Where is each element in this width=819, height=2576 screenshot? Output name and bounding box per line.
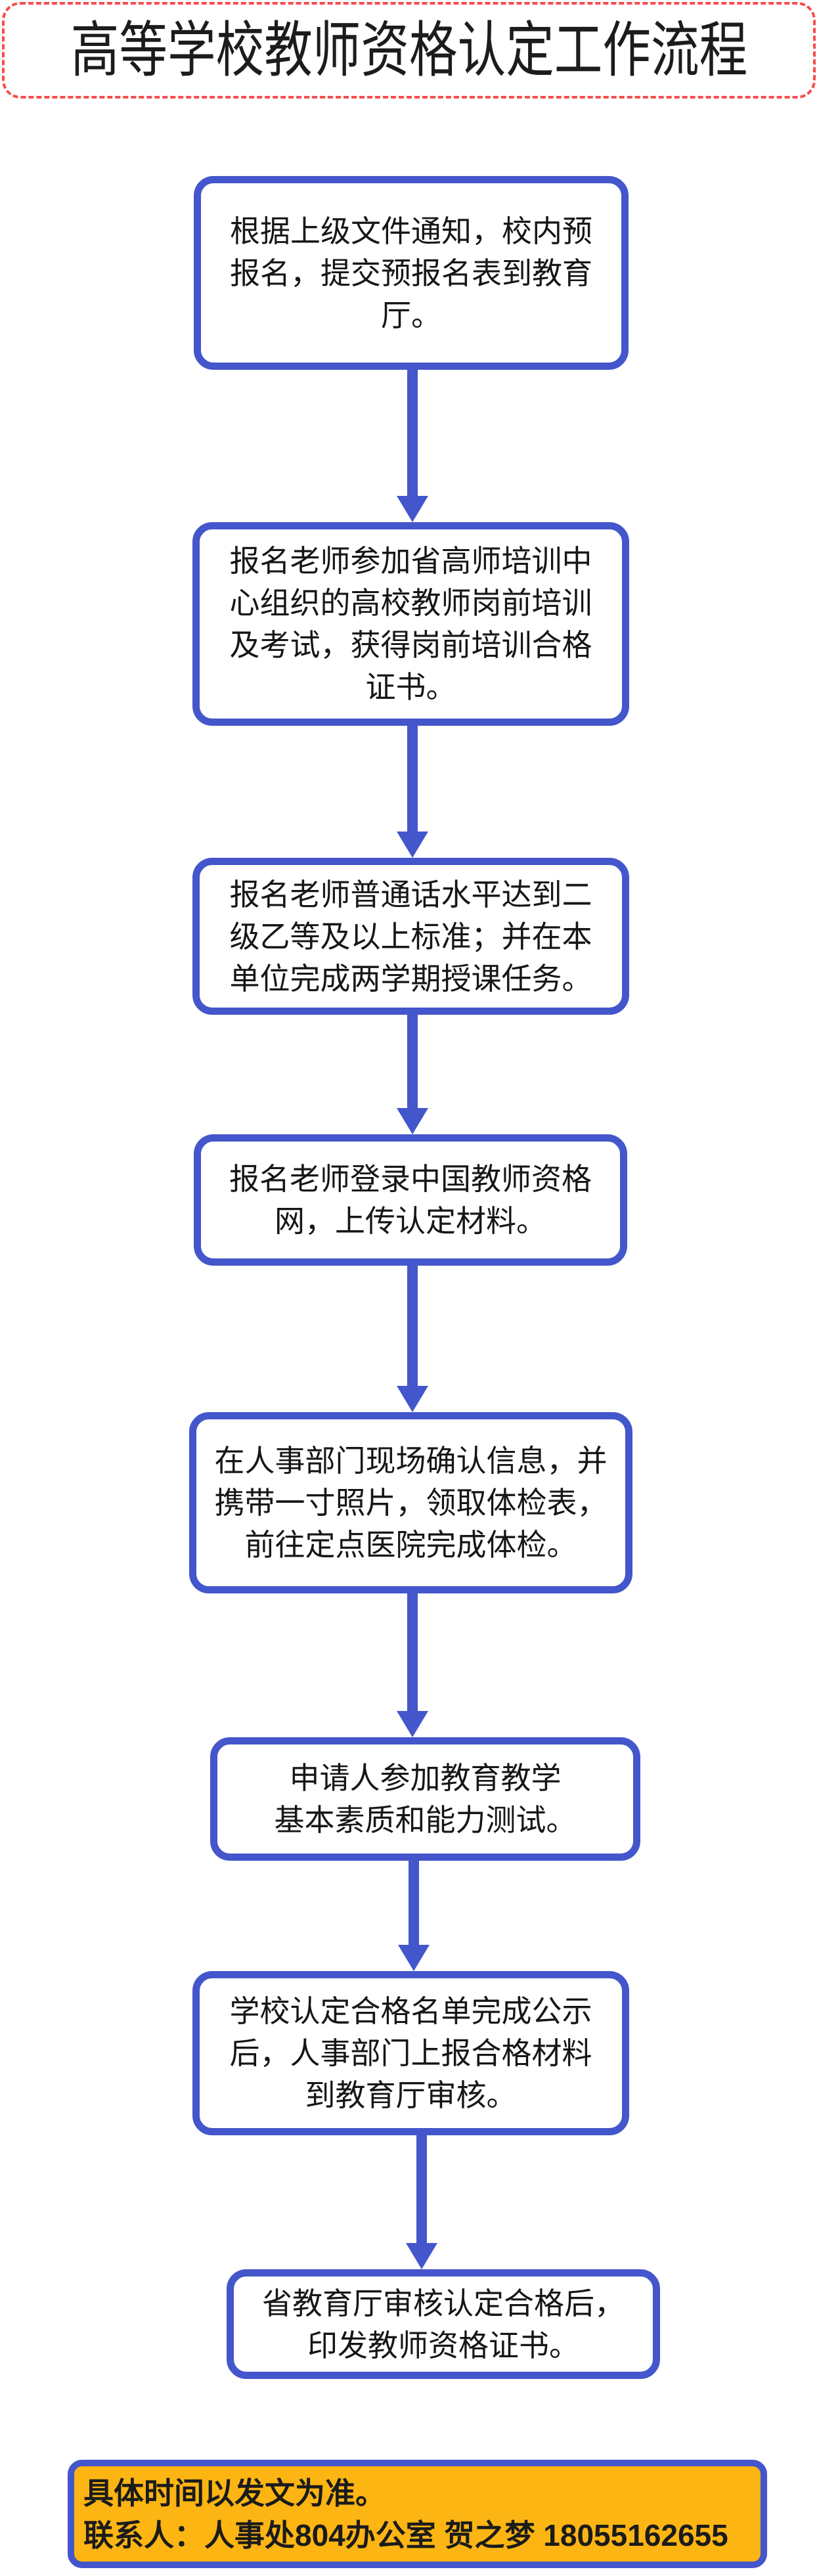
arrow-down-icon — [397, 1711, 428, 1737]
flow-arrow-1 — [397, 370, 428, 522]
arrow-line — [407, 370, 418, 497]
flow-step-4-text: 报名老师登录中国教师资格 网，上传认定材料。 — [229, 1162, 592, 1238]
flow-arrow-5 — [397, 1593, 428, 1737]
footer-contact: 联系人：人事处804办公室 贺之梦 18055162655 — [83, 2518, 728, 2552]
flow-step-6-text: 申请人参加教育教学 基本素质和能力测试。 — [274, 1761, 577, 1837]
flow-step-8: 省教育厅审核认定合格后， 印发教师资格证书。 — [227, 2269, 660, 2379]
flow-arrow-6 — [398, 1861, 430, 1971]
arrow-down-icon — [406, 2243, 437, 2269]
footer-note-box: 具体时间以发文为准。 联系人：人事处804办公室 贺之梦 18055162655 — [68, 2460, 767, 2568]
flow-step-2: 报名老师参加省高师培训中 心组织的高校教师岗前培训 及考试，获得岗前培训合格 证… — [192, 522, 629, 726]
flow-step-8-text: 省教育厅审核认定合格后， 印发教师资格证书。 — [262, 2286, 625, 2363]
arrow-line — [407, 726, 418, 833]
title-box: 高等学校教师资格认定工作流程 — [2, 2, 816, 99]
flow-step-3-text: 报名老师普通话水平达到二 级乙等及以上标准；并在本 单位完成两学期授课任务。 — [229, 877, 592, 996]
flow-arrow-2 — [397, 726, 428, 858]
page-title: 高等学校教师资格认定工作流程 — [70, 16, 747, 84]
flow-step-5: 在人事部门现场确认信息，并 携带一寸照片，领取体检表， 前往定点医院完成体检。 — [189, 1412, 632, 1593]
flow-step-6: 申请人参加教育教学 基本素质和能力测试。 — [210, 1737, 640, 1861]
flow-arrow-3 — [397, 1015, 428, 1134]
arrow-line — [407, 1015, 418, 1109]
arrow-down-icon — [398, 1945, 430, 1971]
arrow-line — [416, 2135, 427, 2244]
flow-arrow-4 — [397, 1266, 428, 1412]
flow-arrow-7 — [406, 2135, 437, 2269]
arrow-line — [409, 1861, 419, 1946]
flow-step-3: 报名老师普通话水平达到二 级乙等及以上标准；并在本 单位完成两学期授课任务。 — [192, 858, 629, 1015]
flow-step-7: 学校认定合格名单完成公示 后，人事部门上报合格材料 到教育厅审核。 — [192, 1971, 629, 2135]
flow-step-2-text: 报名老师参加省高师培训中 心组织的高校教师岗前培训 及考试，获得岗前培训合格 证… — [229, 544, 592, 704]
arrow-line — [407, 1266, 418, 1387]
arrow-down-icon — [397, 1108, 428, 1134]
arrow-line — [407, 1593, 418, 1712]
footer-notice: 具体时间以发文为准。 — [83, 2476, 386, 2510]
flow-step-7-text: 学校认定合格名单完成公示 后，人事部门上报合格材料 到教育厅审核。 — [229, 1994, 592, 2112]
arrow-down-icon — [397, 496, 428, 522]
flow-step-1-text: 根据上级文件通知，校内预 报名，提交预报名表到教育 厅。 — [230, 213, 592, 332]
flow-step-1: 根据上级文件通知，校内预 报名，提交预报名表到教育 厅。 — [194, 176, 629, 370]
flow-step-5-text: 在人事部门现场确认信息，并 携带一寸照片，领取体检表， 前往定点医院完成体检。 — [214, 1444, 608, 1562]
arrow-down-icon — [397, 832, 428, 858]
flow-step-4: 报名老师登录中国教师资格 网，上传认定材料。 — [194, 1134, 627, 1266]
arrow-down-icon — [397, 1386, 428, 1412]
